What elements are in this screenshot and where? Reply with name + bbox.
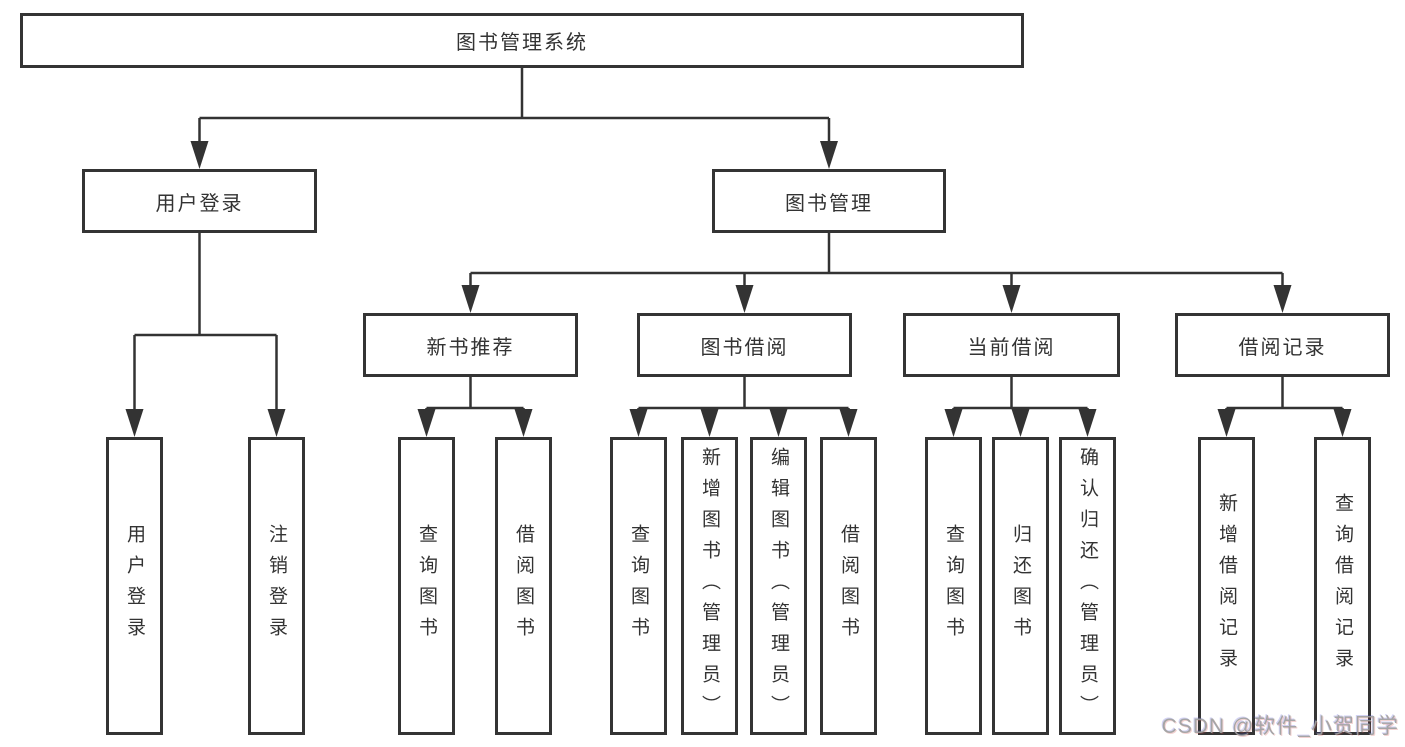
node-current-confirm: 确认归还（管理员） [1059, 437, 1116, 735]
node-history-add: 新增借阅记录 [1198, 437, 1255, 735]
node-rec-borrow: 借阅图书 [495, 437, 552, 735]
node-rec: 新书推荐 [363, 313, 578, 377]
arrowhead-rec-borrow [514, 409, 533, 437]
node-label-rec-borrow: 借阅图书 [513, 524, 534, 648]
arrowhead-borrow [735, 285, 754, 313]
node-current: 当前借阅 [903, 313, 1120, 377]
arrowhead-login-logout [267, 409, 286, 437]
arrowhead-history-add [1217, 409, 1236, 437]
arrowhead-borrow-add [700, 409, 719, 437]
arrowhead-current-query [944, 409, 963, 437]
arrowhead-login [190, 141, 209, 169]
arrowhead-current [1002, 285, 1021, 313]
node-label-current-query: 查询图书 [943, 524, 964, 648]
node-label-borrow-borrow: 借阅图书 [838, 524, 859, 648]
arrowhead-current-confirm [1078, 409, 1097, 437]
node-label-login: 用户登录 [155, 192, 244, 215]
node-label-mgmt: 图书管理 [785, 192, 873, 215]
node-label-rec-query: 查询图书 [416, 524, 437, 648]
node-label-borrow-query: 查询图书 [628, 524, 649, 648]
node-rec-query: 查询图书 [398, 437, 455, 735]
node-current-query: 查询图书 [925, 437, 982, 735]
node-borrow-edit: 编辑图书（管理员） [750, 437, 807, 735]
node-history: 借阅记录 [1175, 313, 1390, 377]
node-label-current: 当前借阅 [967, 336, 1056, 359]
node-history-query: 查询借阅记录 [1314, 437, 1371, 735]
arrowhead-rec-query [417, 409, 436, 437]
node-label-history-query: 查询借阅记录 [1332, 493, 1353, 679]
arrowhead-rec [461, 285, 480, 313]
arrowhead-current-return [1011, 409, 1030, 437]
arrowhead-borrow-edit [769, 409, 788, 437]
node-label-borrow-edit: 编辑图书（管理员） [768, 446, 789, 726]
node-label-borrow: 图书借阅 [700, 336, 789, 359]
node-borrow: 图书借阅 [637, 313, 852, 377]
node-label-current-return: 归还图书 [1010, 524, 1031, 648]
node-root: 图书管理系统 [20, 13, 1024, 68]
node-label-rec: 新书推荐 [426, 336, 515, 359]
arrowhead-borrow-query [629, 409, 648, 437]
node-borrow-query: 查询图书 [610, 437, 667, 735]
node-borrow-add: 新增图书（管理员） [681, 437, 738, 735]
node-login: 用户登录 [82, 169, 317, 233]
node-current-return: 归还图书 [992, 437, 1049, 735]
arrowhead-login-user [125, 409, 144, 437]
node-label-borrow-add: 新增图书（管理员） [699, 446, 720, 726]
node-label-history-add: 新增借阅记录 [1216, 493, 1237, 679]
node-login-user: 用户登录 [106, 437, 163, 735]
arrowhead-history-query [1333, 409, 1352, 437]
watermark: CSDN @软件_小贺同学 [1161, 715, 1399, 738]
node-mgmt: 图书管理 [712, 169, 946, 233]
node-label-root: 图书管理系统 [456, 32, 588, 54]
arrowhead-history [1273, 285, 1292, 313]
arrowhead-mgmt [820, 141, 838, 169]
node-label-login-logout: 注销登录 [266, 524, 287, 648]
arrowhead-borrow-borrow [839, 409, 858, 437]
node-login-logout: 注销登录 [248, 437, 305, 735]
node-label-login-user: 用户登录 [124, 524, 145, 648]
node-borrow-borrow: 借阅图书 [820, 437, 877, 735]
node-label-current-confirm: 确认归还（管理员） [1077, 446, 1098, 726]
node-label-history: 借阅记录 [1238, 336, 1327, 359]
